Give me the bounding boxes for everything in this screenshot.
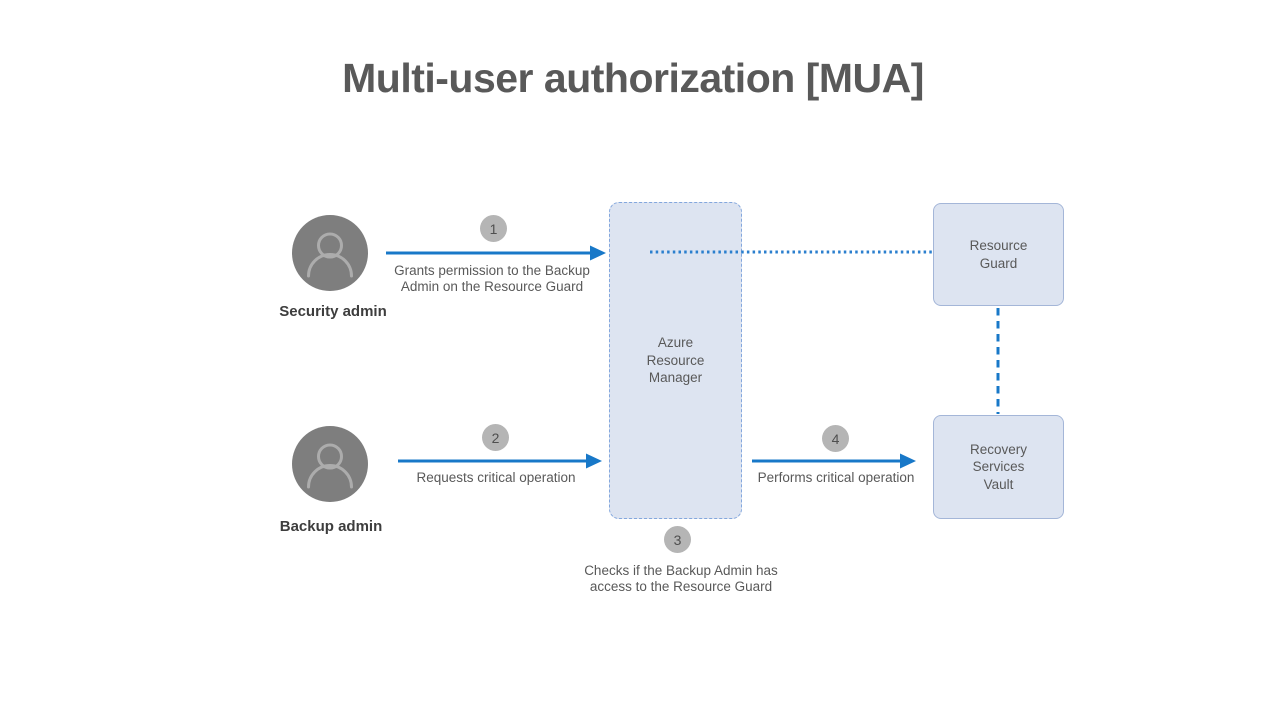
person-head	[317, 232, 343, 259]
person-icon	[292, 426, 368, 502]
recovery-services-vault-node: Recovery Services Vault	[933, 415, 1064, 519]
avatar-circle	[292, 426, 368, 502]
step1-label: Grants permission to the Backup Admin on…	[394, 263, 590, 294]
backup-admin-avatar	[292, 426, 368, 502]
step2-label: Requests critical operation	[416, 470, 576, 485]
person-icon	[292, 215, 368, 291]
resource-guard-node: Resource Guard	[933, 203, 1064, 306]
resource-guard-label: Resource Guard	[969, 238, 1028, 271]
step-badge-1: 1	[480, 215, 507, 242]
person-head	[317, 443, 343, 470]
step3-label: Checks if the Backup Admin has access to…	[584, 563, 778, 594]
step-badge-3: 3	[664, 526, 691, 553]
step4-label: Performs critical operation	[757, 470, 915, 485]
step-badge-4: 4	[822, 425, 849, 452]
azure-resource-manager-node: Azure Resource Manager	[609, 202, 742, 519]
arrow-step2-head	[586, 453, 602, 469]
arrow-step4-head	[900, 453, 916, 469]
backup-admin-label: Backup admin	[279, 518, 383, 535]
security-admin-avatar	[292, 215, 368, 291]
diagram-title: Multi-user authorization [MUA]	[342, 55, 924, 101]
step-badge-2: 2	[482, 424, 509, 451]
azure-resource-manager-label: Azure Resource Manager	[646, 335, 705, 386]
recovery-services-vault-label: Recovery Services Vault	[969, 441, 1028, 492]
security-admin-label: Security admin	[279, 303, 387, 320]
person-shoulders	[307, 253, 353, 278]
person-shoulders	[307, 464, 353, 489]
avatar-circle	[292, 215, 368, 291]
arrow-step1-head	[590, 245, 606, 261]
